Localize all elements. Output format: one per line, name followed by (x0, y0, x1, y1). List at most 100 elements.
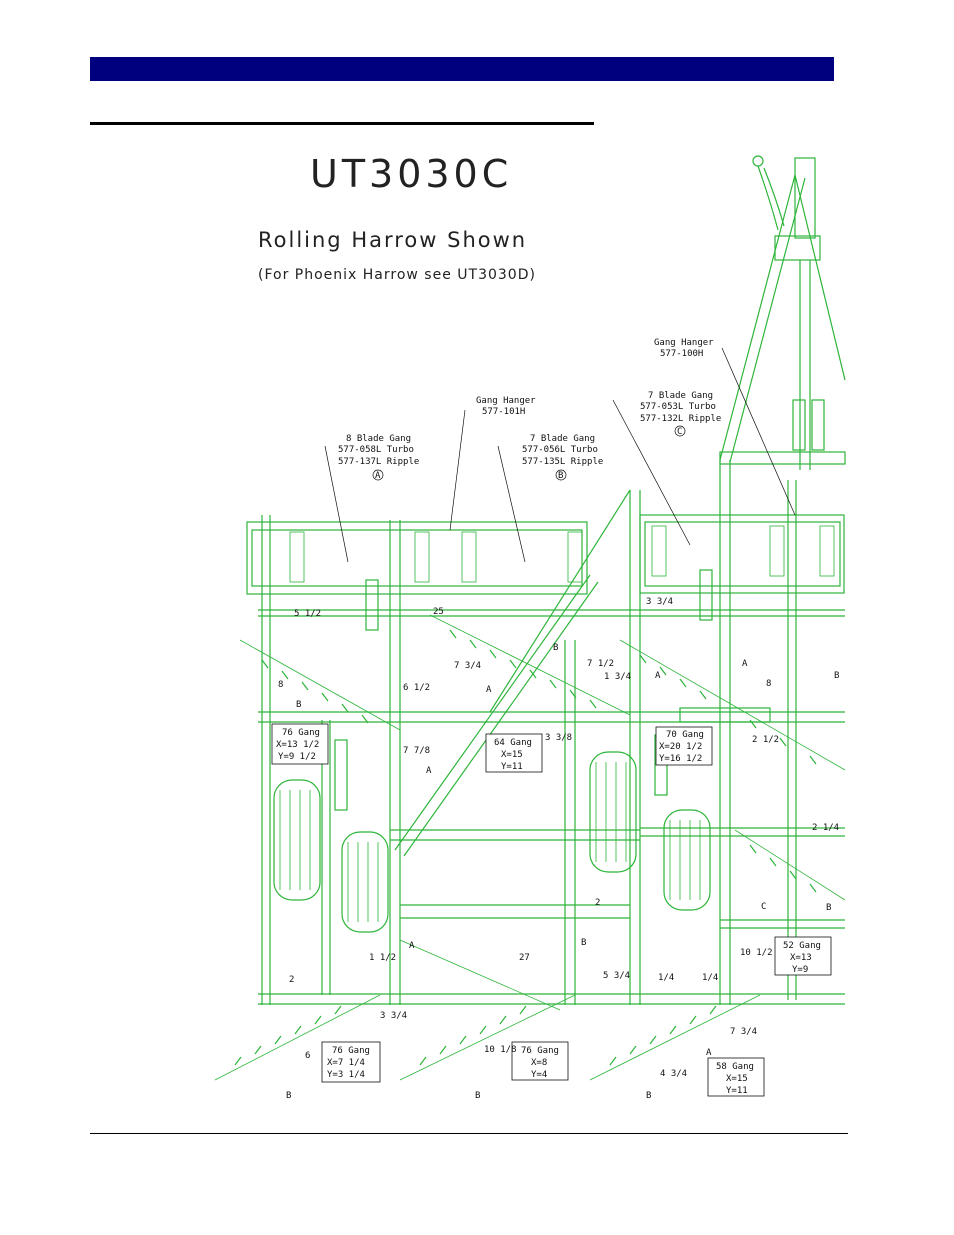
svg-text:76 Gang: 76 Gang (521, 1046, 559, 1056)
svg-text:3 3/8: 3 3/8 (545, 733, 572, 743)
model-title: UT3030C (310, 152, 513, 196)
svg-text:Y=9: Y=9 (792, 965, 808, 975)
svg-text:7 7/8: 7 7/8 (403, 746, 430, 756)
callout-gang-hanger-mid: Gang Hanger 577-101H (476, 396, 536, 417)
svg-text:10 1/2: 10 1/2 (740, 948, 773, 958)
svg-text:4 3/4: 4 3/4 (660, 1069, 687, 1079)
svg-text:A: A (426, 766, 432, 776)
svg-text:X=8: X=8 (531, 1058, 547, 1068)
svg-text:7 Blade Gang: 7 Blade Gang (530, 434, 595, 444)
drawing-subtitle: Rolling Harrow Shown (258, 228, 528, 252)
drawing-note: (For Phoenix Harrow see UT3030D) (258, 267, 536, 283)
svg-text:7 1/2: 7 1/2 (587, 659, 614, 669)
callout-gang-a: 8 Blade Gang 577-058L Turbo 577-137L Rip… (338, 434, 419, 481)
svg-text:1 3/4: 1 3/4 (604, 672, 631, 682)
svg-text:577-053L Turbo: 577-053L Turbo (640, 402, 716, 412)
marker-circle-b (555, 469, 567, 481)
callout-gang-hanger-right: Gang Hanger 577-100H (654, 338, 714, 359)
svg-text:76 Gang: 76 Gang (282, 728, 320, 738)
svg-text:7 Blade Gang: 7 Blade Gang (648, 391, 713, 401)
svg-text:B: B (834, 671, 839, 681)
svg-text:A: A (742, 659, 748, 669)
gang-box-2: 64 Gang X=15 Y=11 (485, 733, 543, 773)
svg-text:Y=16 1/2: Y=16 1/2 (659, 754, 702, 764)
svg-text:X=7 1/4: X=7 1/4 (327, 1058, 365, 1068)
harrow-tine-rows (214, 614, 846, 1081)
svg-text:577-137L Ripple: 577-137L Ripple (338, 457, 419, 467)
section-rule (90, 122, 594, 125)
svg-text:577-132L Ripple: 577-132L Ripple (640, 414, 721, 424)
svg-text:X=15: X=15 (726, 1074, 748, 1084)
svg-text:Gang Hanger: Gang Hanger (654, 338, 714, 348)
svg-text:X=13: X=13 (790, 953, 812, 963)
marker-circle-a (372, 469, 384, 481)
svg-text:8 Blade Gang: 8 Blade Gang (346, 434, 411, 444)
svg-text:Gang Hanger: Gang Hanger (476, 396, 536, 406)
gang-springs (289, 525, 835, 583)
svg-text:27: 27 (519, 953, 530, 963)
svg-text:577-058L Turbo: 577-058L Turbo (338, 445, 414, 455)
svg-text:6 1/2: 6 1/2 (403, 683, 430, 693)
svg-text:C: C (761, 902, 766, 912)
svg-text:2 1/4: 2 1/4 (812, 823, 839, 833)
svg-text:58 Gang: 58 Gang (716, 1062, 754, 1072)
footer-rule (90, 1133, 848, 1134)
callout-gang-b: 7 Blade Gang 577-056L Turbo 577-135L Rip… (522, 434, 603, 481)
svg-text:8: 8 (766, 679, 771, 689)
svg-text:6: 6 (305, 1051, 310, 1061)
gang-box-7: 58 Gang X=15 Y=11 (707, 1057, 765, 1097)
svg-text:X=13 1/2: X=13 1/2 (276, 740, 319, 750)
svg-text:10 1/8: 10 1/8 (484, 1045, 517, 1055)
svg-text:577-101H: 577-101H (482, 407, 525, 417)
svg-text:1 1/2: 1 1/2 (369, 953, 396, 963)
svg-text:2 1/2: 2 1/2 (752, 735, 779, 745)
gang-box-4: 52 Gang X=13 Y=9 (774, 936, 832, 976)
svg-text:A: A (706, 1048, 712, 1058)
svg-text:Y=9 1/2: Y=9 1/2 (278, 752, 316, 762)
callout-gang-c: 7 Blade Gang 577-053L Turbo 577-132L Rip… (640, 391, 721, 437)
gang-box-6: 76 Gang X=8 Y=4 (511, 1041, 569, 1081)
svg-text:B: B (475, 1091, 480, 1101)
svg-text:B: B (296, 700, 301, 710)
svg-text:7 3/4: 7 3/4 (730, 1027, 757, 1037)
svg-text:Y=3 1/4: Y=3 1/4 (327, 1070, 365, 1080)
svg-text:8: 8 (278, 680, 283, 690)
svg-text:25: 25 (433, 607, 444, 617)
gang-box-1: 76 Gang X=13 1/2 Y=9 1/2 (271, 723, 329, 765)
svg-text:B: B (581, 938, 586, 948)
svg-text:B: B (558, 471, 563, 481)
svg-text:2: 2 (289, 975, 294, 985)
svg-text:64 Gang: 64 Gang (494, 738, 532, 748)
gang-box-3: 70 Gang X=20 1/2 Y=16 1/2 (655, 726, 713, 766)
svg-text:B: B (553, 643, 558, 653)
svg-text:B: B (286, 1091, 291, 1101)
callout-leaders (324, 347, 796, 563)
svg-text:A: A (486, 685, 492, 695)
header-bar (90, 57, 834, 81)
svg-text:B: B (826, 903, 831, 913)
svg-text:5 3/4: 5 3/4 (603, 971, 630, 981)
svg-text:Y=11: Y=11 (501, 762, 523, 772)
svg-text:X=20 1/2: X=20 1/2 (659, 742, 702, 752)
svg-text:3 3/4: 3 3/4 (646, 597, 673, 607)
svg-text:A: A (655, 671, 661, 681)
svg-text:7 3/4: 7 3/4 (454, 661, 481, 671)
svg-text:2: 2 (595, 898, 600, 908)
marker-circle-c (674, 425, 686, 437)
svg-text:1/4: 1/4 (658, 973, 674, 983)
svg-text:52 Gang: 52 Gang (783, 941, 821, 951)
svg-text:A: A (409, 941, 415, 951)
svg-text:76 Gang: 76 Gang (332, 1046, 370, 1056)
svg-text:577-100H: 577-100H (660, 349, 703, 359)
machine-frame (214, 155, 846, 1081)
dimension-labels: 5 1/2 25 3 3/4 7 3/4 6 1/2 7 1/2 1 3/4 8… (278, 597, 839, 1079)
svg-text:C: C (677, 427, 682, 437)
svg-text:B: B (646, 1091, 651, 1101)
tine-markers (234, 629, 817, 1066)
svg-text:Y=11: Y=11 (726, 1086, 748, 1096)
gang-box-5: 76 Gang X=7 1/4 Y=3 1/4 (321, 1041, 381, 1083)
svg-text:1/4: 1/4 (702, 973, 718, 983)
svg-text:577-135L Ripple: 577-135L Ripple (522, 457, 603, 467)
svg-text:A: A (375, 471, 381, 481)
